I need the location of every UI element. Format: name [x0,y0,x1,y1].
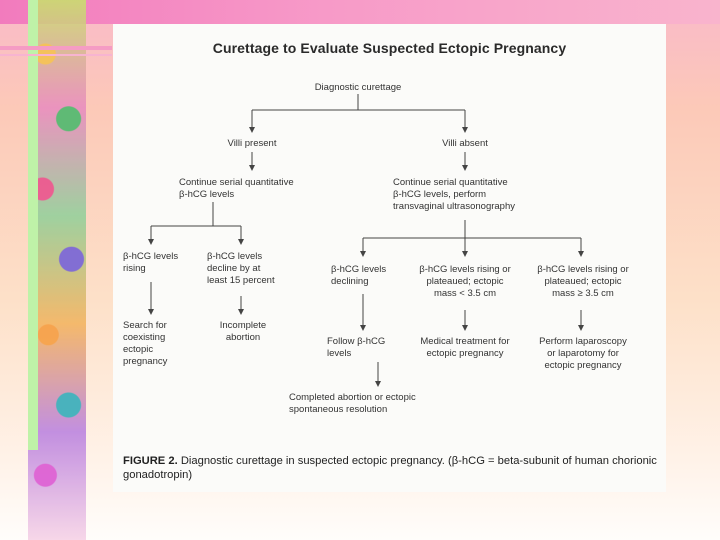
decorative-pink-line-thin [0,54,112,56]
node-medical-treatment: Medical treatment for ectopic pregnancy [420,336,510,359]
flowchart-figure: Curettage to Evaluate Suspected Ectopic … [113,24,666,492]
flowchart-connectors [148,94,584,387]
figure-title: Curettage to Evaluate Suspected Ectopic … [212,40,567,56]
node-diagnostic-curettage: Diagnostic curettage [314,82,402,93]
decorative-green-bar [28,0,38,450]
node-laparoscopy: Perform laparoscopy or laparotomy for ec… [539,336,627,371]
node-rising-mass-small: β-hCG levels rising or plateaued; ectopi… [419,264,511,299]
node-follow-hcg: Follow β-hCG levels [327,336,386,359]
node-hcg-declining: β-hCG levels declining [331,264,387,287]
decorative-pink-line [0,46,112,50]
node-incomplete-abortion: Incomplete abortion [219,320,267,343]
node-hcg-rising: β-hCG levels rising [123,251,179,274]
node-completed-abortion: Completed abortion or ectopic spontaneou… [289,392,416,415]
node-search-coexisting: Search for coexisting ectopic pregnancy [123,320,168,367]
caption-label: FIGURE 2. [123,455,178,467]
figure-caption: FIGURE 2. Diagnostic curettage in suspec… [123,454,658,482]
node-continue-serial-right: Continue serial quantitative β-hCG level… [393,177,515,212]
node-hcg-decline-15: β-hCG levels decline by at least 15 perc… [207,251,275,286]
caption-text: Diagnostic curettage in suspected ectopi… [123,455,657,481]
node-villi-absent: Villi absent [442,138,488,149]
top-band [0,0,720,24]
node-rising-mass-large: β-hCG levels rising or plateaued; ectopi… [537,264,629,299]
node-continue-serial-left: Continue serial quantitative β-hCG level… [179,177,294,200]
node-villi-present: Villi present [227,138,277,149]
